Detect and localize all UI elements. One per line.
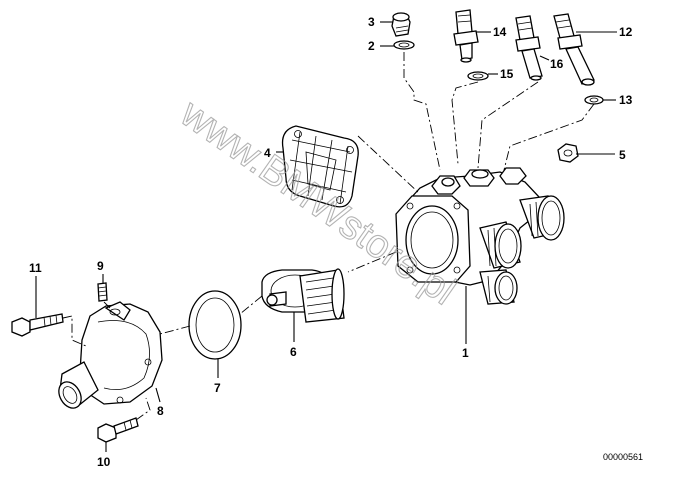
callout-13: 13 — [619, 93, 633, 107]
callout-9: 9 — [97, 259, 104, 273]
temperature-sensor-14-icon — [453, 9, 479, 63]
assembly-lines — [62, 52, 595, 421]
callout-2: 2 — [368, 39, 375, 53]
diagram-code: 00000561 — [603, 452, 643, 462]
thermostat-icon — [261, 268, 345, 323]
callout-7: 7 — [214, 381, 221, 395]
screw-plug-icon — [391, 12, 411, 37]
sealing-ring-15-icon — [467, 71, 489, 81]
callout-6: 6 — [290, 345, 297, 359]
nut-icon — [557, 143, 579, 163]
callout-1: 1 — [462, 346, 469, 360]
thermostat-housing-icon — [395, 167, 565, 305]
callout-10: 10 — [97, 455, 111, 469]
callout-4: 4 — [264, 146, 271, 160]
sealing-ring-2-icon — [393, 40, 415, 50]
gasket-icon — [281, 125, 359, 208]
leader-lines — [35, 21, 617, 452]
callout-11: 11 — [29, 261, 42, 275]
callout-16: 16 — [550, 57, 564, 71]
callout-8: 8 — [157, 404, 164, 418]
callout-15: 15 — [500, 67, 514, 81]
temperature-sensor-12-icon — [553, 13, 595, 86]
stud-bolt-icon — [97, 282, 108, 302]
sealing-ring-7-icon — [188, 290, 242, 360]
temperature-sensor-16-icon — [515, 15, 543, 81]
callout-5: 5 — [619, 148, 626, 162]
sealing-ring-13-icon — [584, 95, 604, 105]
bolt-11-icon — [11, 313, 64, 337]
callout-3: 3 — [368, 15, 375, 29]
bolt-10-icon — [97, 417, 139, 443]
callout-14: 14 — [493, 25, 507, 39]
housing-cover-icon — [58, 301, 163, 409]
callout-12: 12 — [619, 25, 633, 39]
